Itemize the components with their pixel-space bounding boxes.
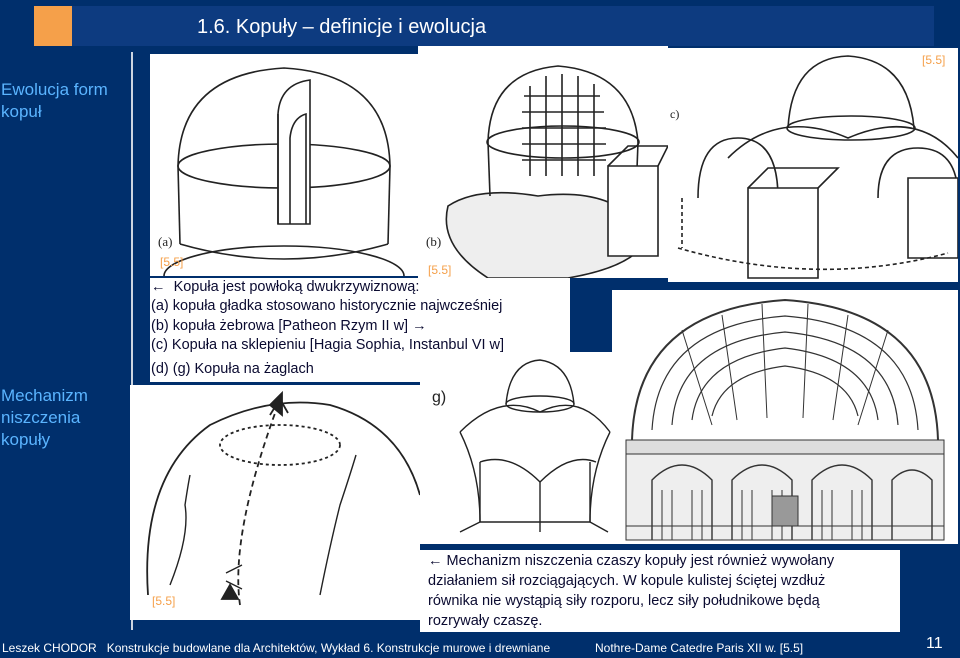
figure-c-ref: [5.5] (922, 53, 946, 67)
figure-b-label: (b) (426, 234, 441, 249)
title-accent-square (34, 6, 72, 46)
footer-left: Leszek CHODOR Konstrukcje budowlane dla … (2, 641, 550, 655)
definition-line: (d) (g) Kopuła na żaglach (151, 361, 314, 377)
sidebar-label-line: Mechanizm (1, 386, 88, 405)
figure-g-label: g) (432, 389, 446, 406)
sidebar-label-line: kopuł (1, 102, 42, 121)
figure-dome-on-vaults: c) (668, 48, 958, 282)
footer-author: Leszek CHODOR (2, 641, 97, 655)
figure-ribbed-dome: (b) [5.5] (418, 46, 668, 278)
title-strip (72, 6, 934, 46)
page-number: 11 (926, 635, 943, 652)
slide-title: 1.6. Kopuły – definicje i ewolucja (197, 16, 487, 38)
sidebar-divider (131, 52, 133, 630)
figure-b-ref: [5.5] (428, 263, 451, 277)
figure-c-label: c) (670, 107, 679, 121)
arrow-right-icon: → (412, 318, 427, 334)
sidebar-label-evolution: Ewolucja form kopuł (1, 79, 108, 123)
definition-line: (c) Kopuła na sklepieniu [Hagia Sophia, … (151, 337, 505, 353)
sidebar-label-line: niszczenia (1, 408, 81, 427)
mechanism-line: równika nie wystąpią siły rozporu, lecz … (428, 593, 820, 609)
figure-a-label: (a) (158, 234, 172, 249)
figure-crack-ref: [5.5] (152, 594, 175, 608)
figure-dome-crack: [5.5] (130, 385, 420, 620)
arrow-left-icon: ← (151, 279, 166, 295)
definition-line: ← Kopuła jest powłoką dwukrzywiznową: (151, 279, 420, 295)
arrow-left-icon: ← (428, 553, 443, 569)
figure-smooth-dome: (a) [5.5] (150, 54, 418, 276)
definition-line: (a) kopuła gładka stosowano historycznie… (151, 298, 503, 314)
failure-mechanism-card: ← Mechanizm niszczenia czaszy kopuły jes… (420, 550, 900, 632)
sidebar-label-mechanism: Mechanizm niszczenia kopuły (1, 385, 88, 451)
sidebar-label-line: Ewolucja form (1, 80, 108, 99)
sidebar-label-line: kopuły (1, 430, 51, 449)
definition-line: (b) kopuła żebrowa [Patheon Rzym II w] → (151, 318, 427, 334)
mechanism-line: ← Mechanizm niszczenia czaszy kopuły jes… (428, 553, 835, 569)
figure-a-ref: [5.5] (160, 255, 183, 269)
figure-pendentive-dome: g) (420, 352, 612, 544)
mechanism-line: działaniem sił rozciągających. W kopule … (428, 573, 826, 589)
footer-caption: Nothre-Dame Catedre Paris XII w. [5.5] (595, 641, 804, 655)
footer-course: Konstrukcje budowlane dla Architektów, W… (106, 641, 551, 655)
figure-pantheon-section (612, 290, 958, 544)
mechanism-line: rozrywały czaszę. (428, 613, 543, 629)
